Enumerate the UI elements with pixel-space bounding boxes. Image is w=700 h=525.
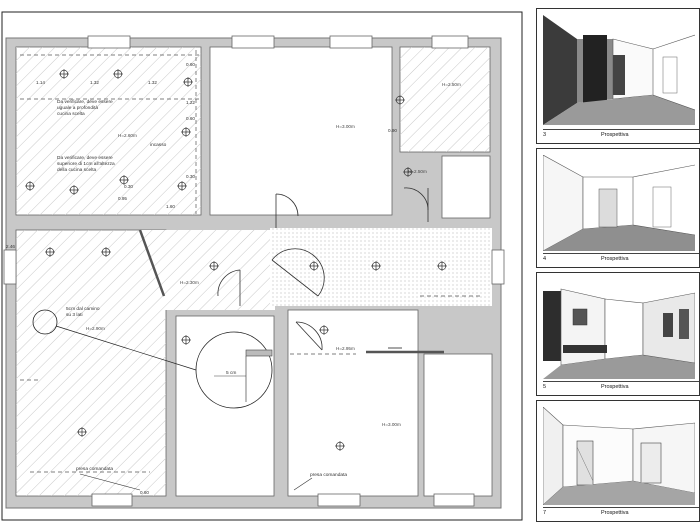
doors: [217, 187, 429, 351]
dim-8: 0.30: [124, 184, 133, 189]
dim-13: 1.60: [166, 204, 175, 209]
view-number-4: 4: [543, 256, 547, 262]
dim-7: 0.30: [186, 174, 195, 179]
perspective-4: [543, 155, 695, 251]
height-bedroom-right: H=3.00m: [382, 422, 401, 427]
dim-1: 1.14: [36, 80, 45, 85]
kitchen-note-2-line-2: superiore di 1cm all'altezza: [57, 161, 115, 167]
dim-12: 0.60: [140, 490, 149, 495]
detail-callout-large: [195, 331, 273, 409]
kitchen-note-2-line-1: Da verificare, deve essere: [57, 155, 113, 161]
presa-left-leader: [79, 473, 141, 491]
height-bedroom-left: H=2.90m: [86, 326, 105, 331]
view-number-7: 7: [543, 510, 547, 516]
view-label-5: Prospettiva: [601, 384, 629, 390]
dim-11: 0.90: [388, 128, 397, 133]
dim-2: 1.32: [90, 80, 99, 85]
dim-4: 0.60: [186, 62, 195, 67]
height-closet: H=2.50m: [408, 169, 427, 174]
kitchen-note-1-line-1: Da verificare, deve essere: [57, 99, 113, 105]
height-hall: H=2.95m: [336, 346, 355, 351]
height-bath: H=2.50m: [442, 82, 461, 87]
detail-leader: [55, 325, 197, 371]
dim-6: 0.60: [186, 116, 195, 121]
view-panel-3: 3 Prospettiva: [536, 8, 700, 144]
kitchen-note-1-line-2: uguale a profondità: [57, 105, 98, 111]
view-label-3: Prospettiva: [601, 132, 629, 138]
room-corridor-hatch: [140, 230, 275, 310]
view-number-5: 5: [543, 384, 547, 390]
dim-5: 1.22: [186, 100, 195, 105]
presa-right-leader: [293, 477, 313, 491]
light-fixtures: [25, 69, 447, 451]
room-bath-hatch: [400, 47, 490, 152]
height-kitchen: H=2.60m: [118, 133, 137, 138]
detail-callout-small: [32, 309, 58, 335]
view-label-4: Prospettiva: [601, 256, 629, 262]
presa-right-label: presa comandata: [310, 472, 347, 478]
detail-wall: [245, 349, 273, 357]
room-living: [209, 46, 393, 216]
dim-3: 1.32: [148, 80, 157, 85]
dim-10: 2.46: [6, 244, 15, 249]
height-corridor: H=2.30m: [180, 280, 199, 285]
view-panel-5: 5 Prospettiva: [536, 272, 700, 396]
view-panel-4: 4 Prospettiva: [536, 148, 700, 268]
kitchen-note-2-line-3: della cucina scelta: [57, 167, 97, 173]
camino-line-2: su 3 lati: [66, 312, 83, 318]
perspective-5: [543, 279, 695, 379]
view-caption-7: 7 Prospettiva: [543, 507, 699, 519]
room-hall-dots: [270, 228, 492, 306]
view-caption-3: 3 Prospettiva: [543, 129, 699, 141]
view-caption-4: 4 Prospettiva: [543, 253, 699, 265]
view-label-7: Prospettiva: [601, 510, 629, 516]
view-panel-7: 7 Prospettiva: [536, 400, 700, 522]
view-number-3: 3: [543, 132, 547, 138]
detail-dim-label: 5 cm: [226, 370, 236, 376]
perspective-7: [543, 407, 695, 505]
height-living: H=3.00m: [336, 124, 355, 129]
incasso-label: incasso: [150, 142, 167, 148]
room-storage: [423, 353, 493, 497]
sheet-frame: [1, 11, 523, 521]
perspective-3: [543, 15, 695, 125]
room-bedroom-right: [287, 309, 419, 497]
dashed-lines: [20, 50, 480, 473]
windows: [3, 35, 505, 507]
presa-left-label: presa comandata: [76, 466, 113, 472]
floor-plan: H=2.60m H=3.00m H=2.50m H=2.90m H=2.30m …: [1, 11, 523, 521]
dim-9: 0.95: [118, 196, 127, 201]
partitions: [138, 229, 444, 354]
camino-line-1: 5cm dal camino: [66, 306, 100, 312]
room-kitchen-hatch: [16, 47, 201, 215]
room-wc: [441, 155, 491, 219]
view-caption-5: 5 Prospettiva: [543, 381, 699, 393]
kitchen-note-1-line-3: cucina scelta: [57, 111, 85, 117]
